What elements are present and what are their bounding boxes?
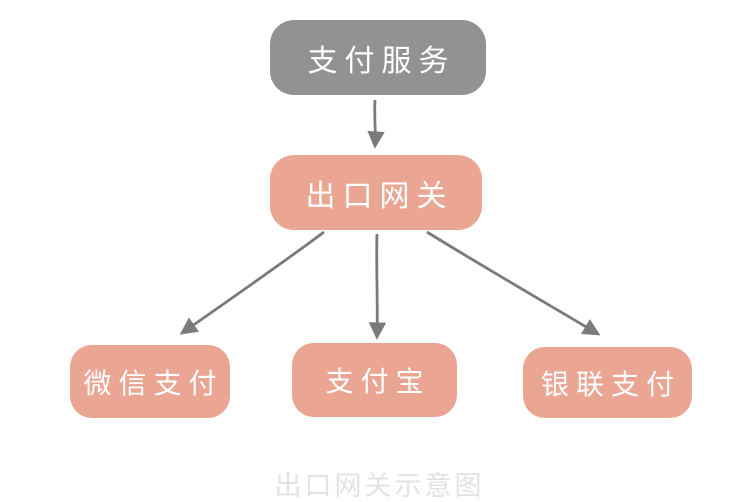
- node-alipay: 支付宝: [292, 343, 457, 417]
- node-payment-service-label: 支付服务: [307, 44, 456, 78]
- arrow-payment-service-to-exit-gateway: [367, 99, 385, 149]
- node-payment-service: 支付服务: [270, 20, 486, 95]
- node-exit-gateway-label: 出口网关: [305, 179, 454, 213]
- arrow-exit-gateway-to-wechat-pay: [179, 230, 325, 335]
- diagram-caption: 出口网关示意图: [274, 471, 485, 501]
- node-wechat-pay: 微信支付: [70, 345, 230, 418]
- node-unionpay: 银联支付: [523, 347, 692, 418]
- node-exit-gateway: 出口网关: [270, 155, 482, 230]
- node-alipay-label: 支付宝: [325, 366, 431, 397]
- arrow-exit-gateway-to-unionpay: [426, 230, 601, 336]
- arrow-exit-gateway-to-alipay: [368, 233, 387, 340]
- node-unionpay-label: 银联支付: [540, 368, 681, 400]
- node-wechat-pay-label: 微信支付: [83, 367, 224, 399]
